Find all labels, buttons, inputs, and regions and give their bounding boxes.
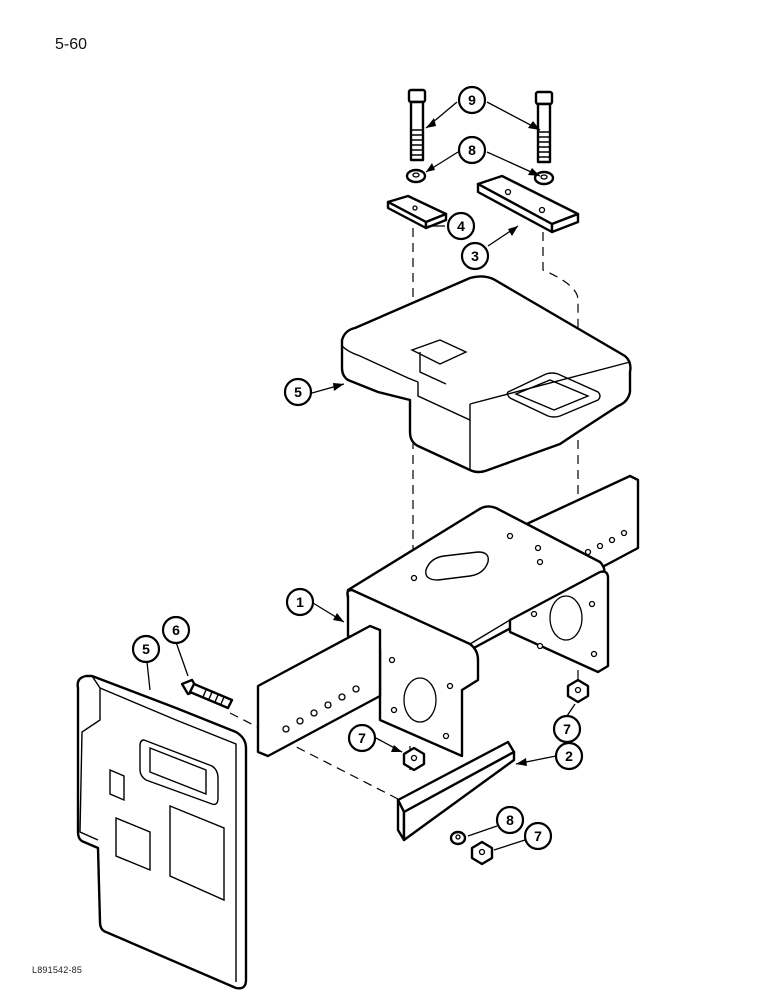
bolt-side bbox=[180, 678, 234, 710]
callout-1: 1 bbox=[285, 587, 315, 617]
figure-code: L891542-85 bbox=[32, 965, 83, 975]
lower-suitcase-weight bbox=[76, 674, 248, 990]
callout-8-top: 8 bbox=[457, 135, 487, 165]
nut-center bbox=[402, 746, 426, 772]
callout-7-right: 7 bbox=[552, 714, 582, 744]
callout-7-center: 7 bbox=[347, 723, 377, 753]
callout-2: 2 bbox=[554, 741, 584, 771]
callout-7-bottom: 7 bbox=[523, 821, 553, 851]
main-bracket bbox=[256, 474, 640, 758]
svg-text:2: 2 bbox=[565, 748, 573, 764]
svg-text:5: 5 bbox=[294, 384, 302, 400]
svg-text:7: 7 bbox=[358, 730, 366, 746]
nut-right bbox=[566, 678, 590, 704]
plate-long bbox=[476, 174, 580, 234]
svg-text:9: 9 bbox=[468, 92, 476, 108]
leader-arrows bbox=[333, 118, 540, 766]
svg-text:5: 5 bbox=[142, 641, 150, 657]
bolt-left bbox=[407, 88, 427, 162]
page-number: 5-60 bbox=[55, 36, 88, 53]
svg-text:1: 1 bbox=[296, 594, 304, 610]
callout-5-upper: 5 bbox=[283, 377, 313, 407]
svg-text:7: 7 bbox=[534, 828, 542, 844]
bolt-right bbox=[534, 90, 554, 164]
svg-text:6: 6 bbox=[172, 622, 180, 638]
plate-small bbox=[386, 194, 448, 230]
upper-suitcase-weight bbox=[340, 275, 632, 474]
angle-bracket bbox=[396, 740, 516, 842]
nut-bottom bbox=[470, 840, 494, 866]
callout-4: 4 bbox=[446, 211, 476, 241]
svg-text:4: 4 bbox=[457, 218, 465, 234]
callout-8-bottom: 8 bbox=[495, 805, 525, 835]
callout-6: 6 bbox=[161, 615, 191, 645]
svg-text:8: 8 bbox=[468, 142, 476, 158]
callout-5-lower: 5 bbox=[131, 634, 161, 664]
callout-9: 9 bbox=[457, 85, 487, 115]
callout-3: 3 bbox=[460, 241, 490, 271]
svg-text:3: 3 bbox=[471, 248, 479, 264]
svg-text:7: 7 bbox=[563, 721, 571, 737]
svg-text:8: 8 bbox=[506, 812, 514, 828]
washer-bottom bbox=[449, 830, 467, 846]
washer-right bbox=[533, 170, 555, 186]
washer-left bbox=[405, 168, 427, 184]
